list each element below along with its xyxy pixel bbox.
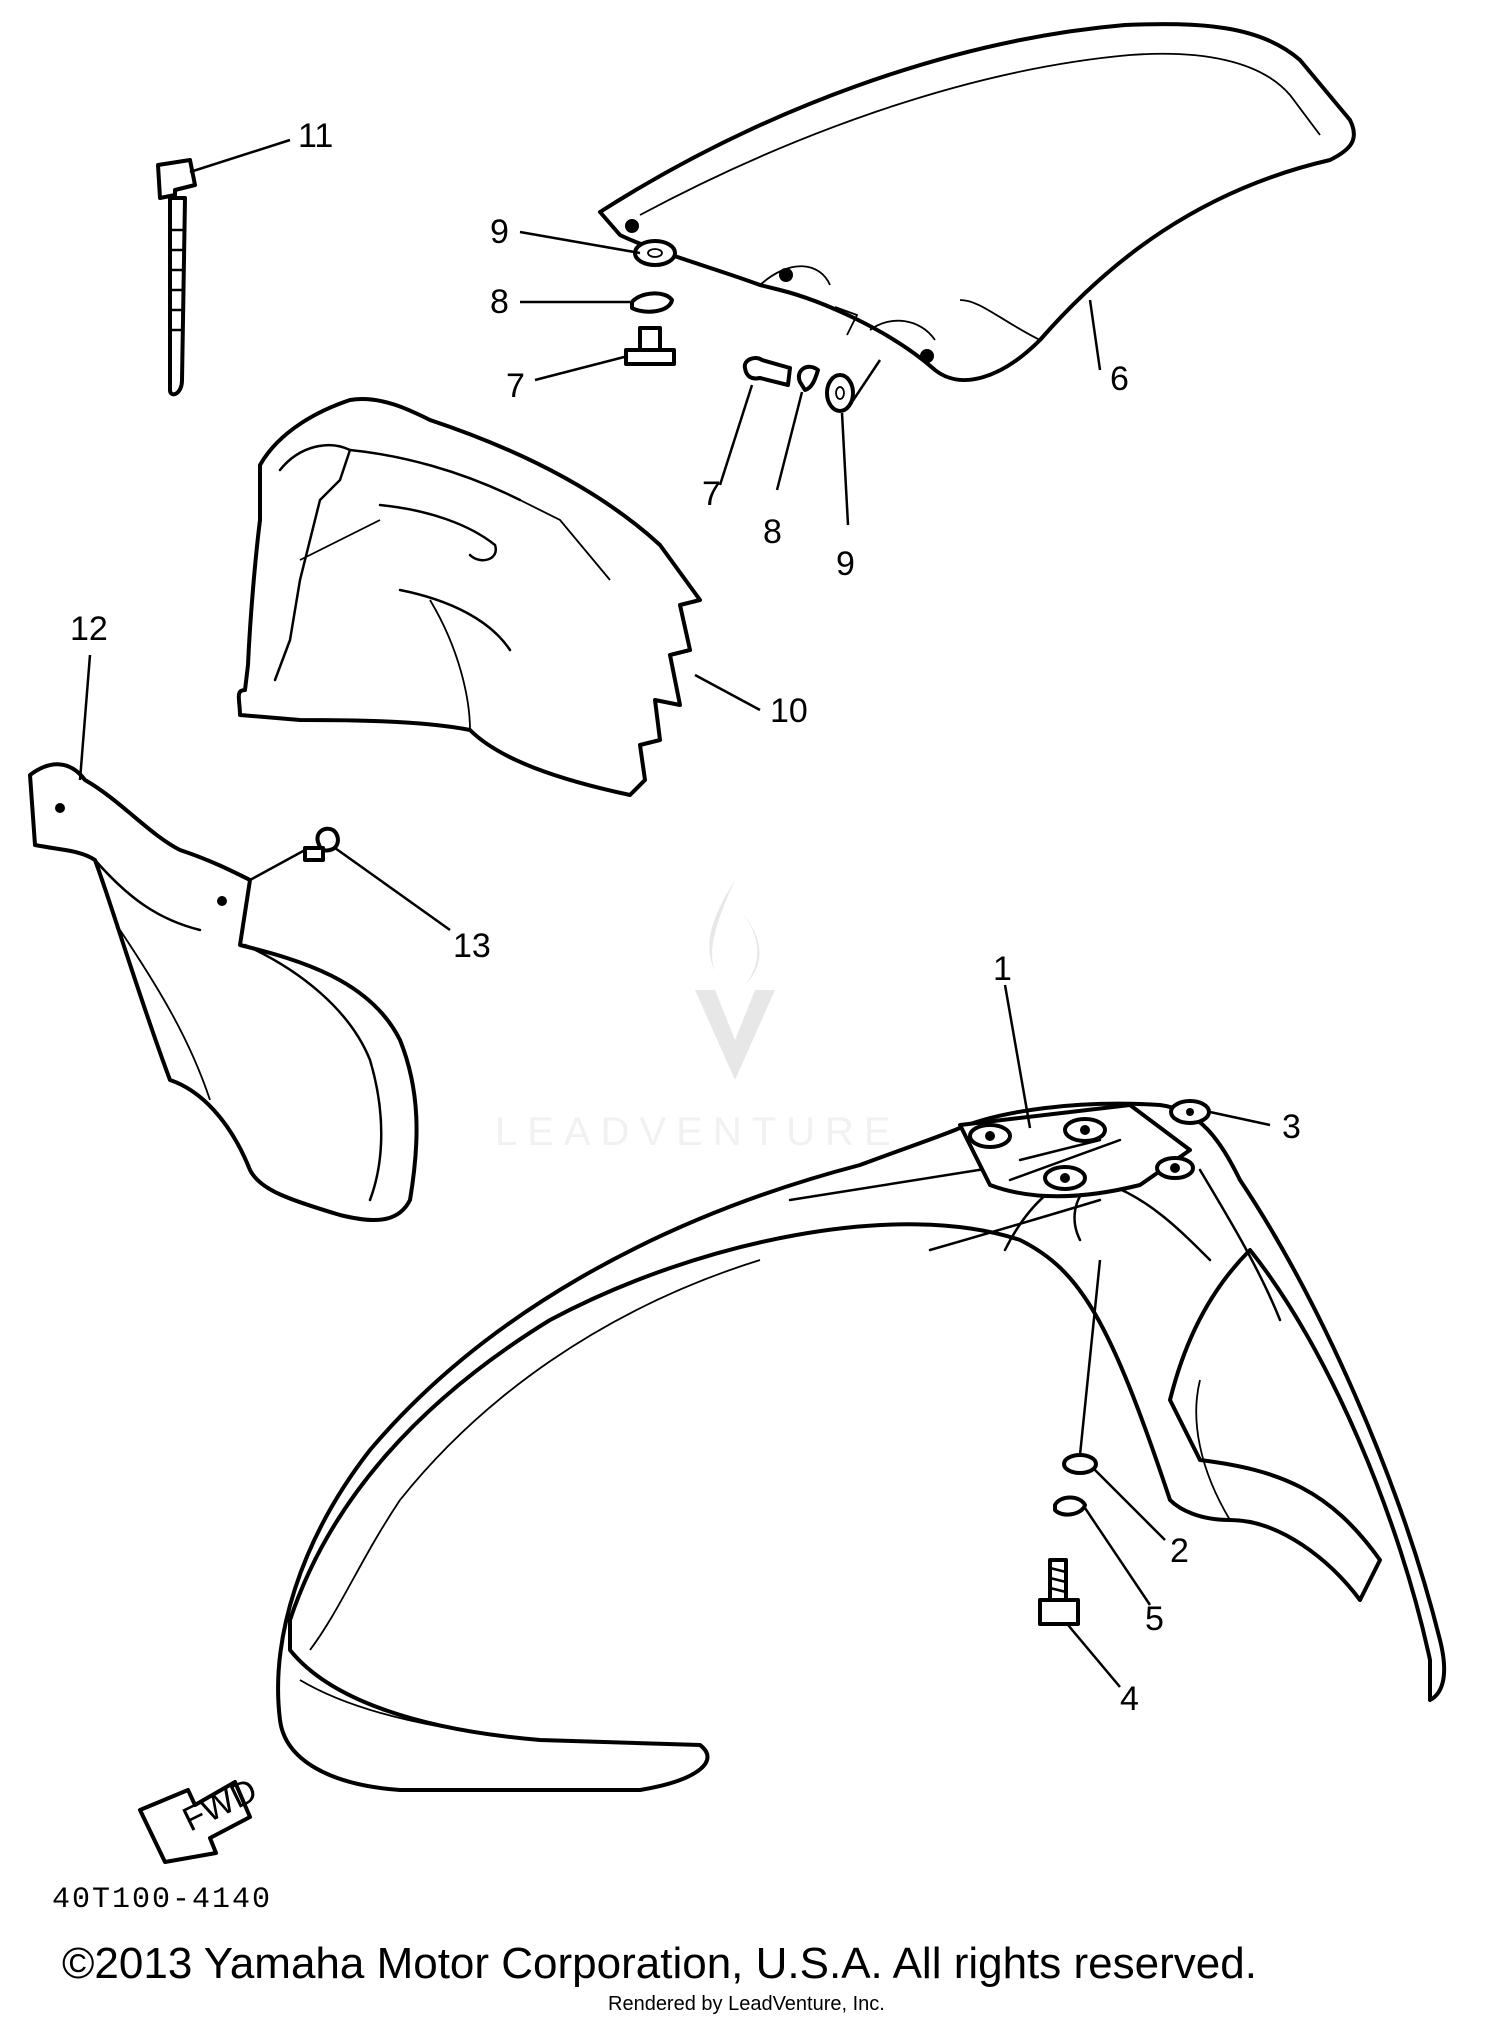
leader-lines [78,138,1271,1688]
callout-10: 10 [770,692,808,730]
washer-9-upper [633,239,677,267]
callout-7-lower: 7 [702,475,721,513]
chain-guard [28,762,419,1222]
drawing-code: 40T100-4140 [52,1883,272,1917]
bolt-4 [1038,1558,1080,1626]
callout-8-upper: 8 [490,283,509,321]
lock-washer-5 [1053,1495,1087,1517]
bolt-7-lower [742,356,792,387]
screw-13 [303,826,340,862]
callouts: 11 9 8 7 6 7 8 9 10 12 13 1 3 2 5 4 [70,117,1301,1718]
callout-7-upper: 7 [506,367,525,405]
callout-9-upper: 9 [490,213,509,251]
side-cover [236,397,702,797]
lock-washer-8-lower [796,364,820,392]
callout-4: 4 [1120,1680,1139,1718]
callout-5: 5 [1145,1600,1164,1638]
copyright-notice: ©2013 Yamaha Motor Corporation, U.S.A. A… [62,1939,1257,1988]
watermark-logo: LEADVENTURE [495,880,901,1154]
callout-11: 11 [298,117,333,155]
callout-12: 12 [70,610,108,648]
rendered-by: Rendered by LeadVenture, Inc. [608,1993,885,2015]
callout-8-lower: 8 [763,513,782,551]
lock-washer-8-upper [630,291,674,314]
washer-2 [1062,1453,1098,1475]
callout-9-lower: 9 [836,545,855,583]
rear-fender [598,22,1356,382]
callout-2: 2 [1170,1532,1189,1570]
watermark-text: LEADVENTURE [495,1110,901,1154]
washer-9-lower [825,373,855,413]
bolt-7-upper [624,326,676,366]
fwd-arrow: FWD [138,1771,263,1864]
callout-6: 6 [1110,360,1129,398]
callout-3: 3 [1282,1108,1301,1146]
callout-13: 13 [453,927,491,965]
front-fender [276,1101,1447,1792]
callout-1: 1 [993,950,1012,988]
cable-tie [156,158,197,397]
nut-3 [1169,1099,1211,1125]
